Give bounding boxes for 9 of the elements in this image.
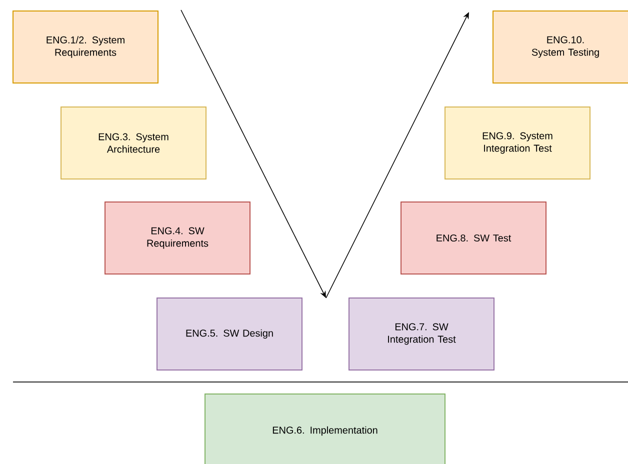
process-box: ENG.10. System Testing	[492, 10, 628, 84]
process-box: ENG.6. Implementation	[204, 394, 446, 464]
process-box: ENG.1/2. System Requirements	[12, 10, 158, 84]
process-box: ENG.7. SW Integration Test	[348, 298, 494, 370]
process-box: ENG.5. SW Design	[156, 298, 302, 370]
process-box: ENG.8. SW Test	[400, 202, 546, 274]
process-box: ENG.3. System Architecture	[60, 106, 206, 180]
process-box: ENG.9. System Integration Test	[444, 106, 590, 180]
process-box: ENG.4. SW Requirements	[104, 202, 250, 274]
